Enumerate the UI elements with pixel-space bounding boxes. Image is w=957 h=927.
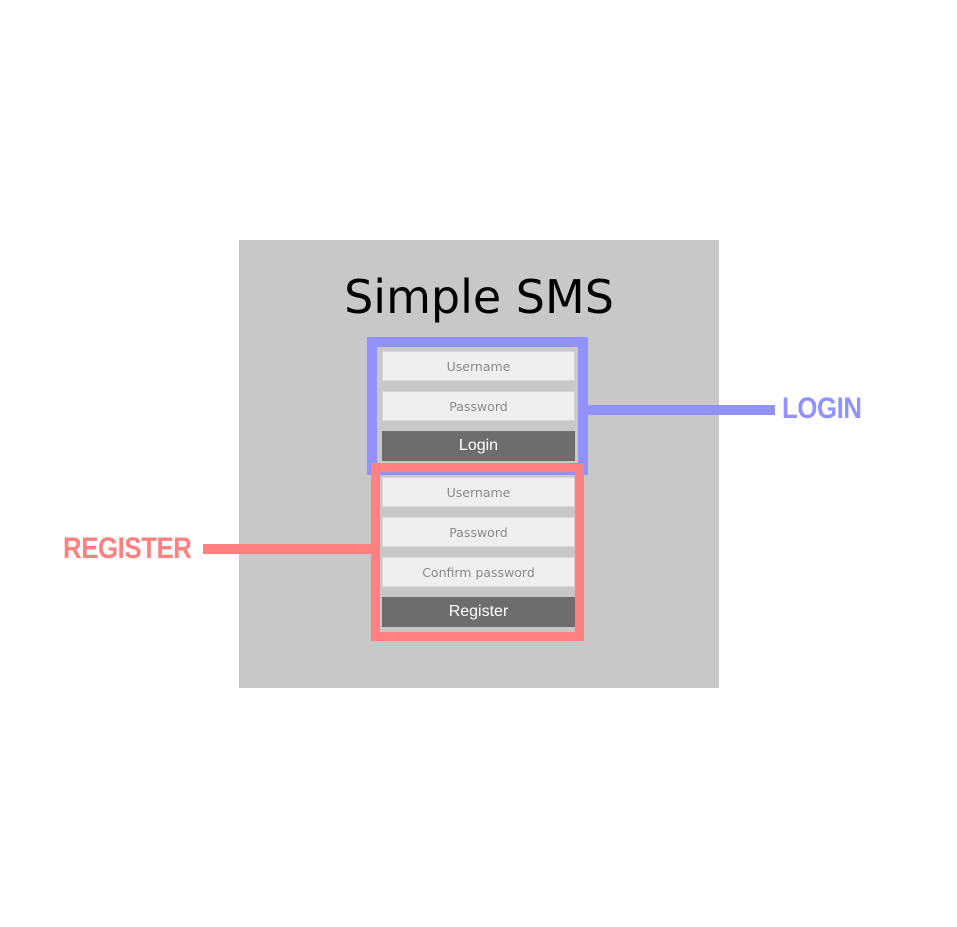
login-annotation-label: LOGIN xyxy=(782,392,862,425)
register-confirm-password-input[interactable] xyxy=(382,557,575,587)
login-password-input[interactable] xyxy=(382,391,575,421)
register-button[interactable]: Register xyxy=(382,597,575,627)
register-username-input[interactable] xyxy=(382,477,575,507)
page-title: Simple SMS xyxy=(344,270,614,324)
login-annotation-line xyxy=(588,405,775,415)
login-button[interactable]: Login xyxy=(382,431,575,461)
login-username-input[interactable] xyxy=(382,351,575,381)
register-annotation-box xyxy=(371,463,584,641)
register-annotation-label: REGISTER xyxy=(63,532,192,565)
login-annotation-box xyxy=(367,337,588,475)
register-password-input[interactable] xyxy=(382,517,575,547)
register-annotation-line xyxy=(203,544,371,554)
